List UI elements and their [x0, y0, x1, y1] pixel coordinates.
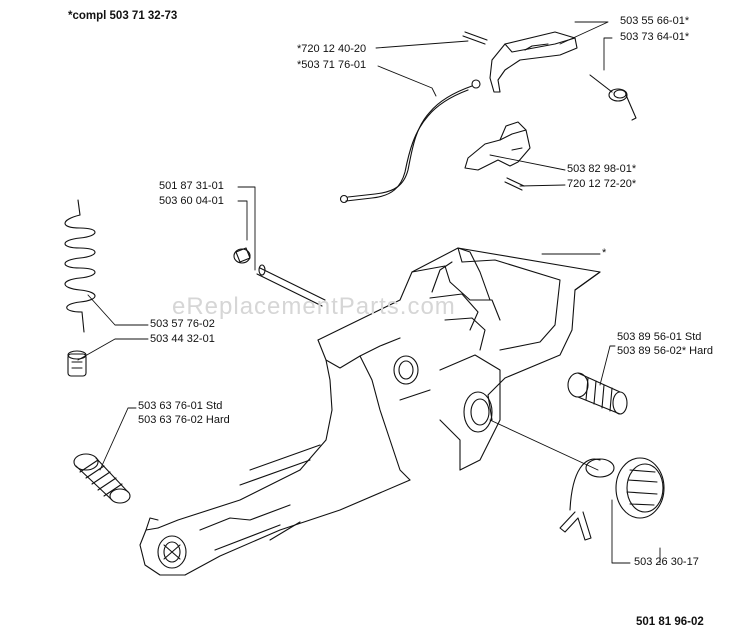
callout-720-12-40-20[interactable]: *720 12 40-20 [297, 43, 367, 55]
rear-handle-body-drawing [139, 247, 601, 576]
throttle-lockout-drawing [464, 121, 531, 191]
callout-503-89-56-01[interactable]: 503 89 56-01 Std [617, 331, 702, 343]
fuel-hose-coil-drawing [64, 199, 96, 333]
callout-503-63-76-02[interactable]: 503 63 76-02 Hard [138, 414, 230, 426]
left-damper-drawing [73, 453, 131, 504]
callout-503-89-56-02[interactable]: 503 89 56-02* Hard [617, 345, 714, 357]
right-damper-drawing [567, 372, 628, 415]
watermark-text: eReplacementParts.com [172, 293, 456, 320]
trigger-spring-drawing [589, 74, 637, 121]
callout-503-44-32-01[interactable]: 503 44 32-01 [150, 333, 215, 345]
callout-503-73-64-01[interactable]: 503 73 64-01* [620, 31, 690, 43]
callout-503-26-30-17[interactable]: 503 26 30-17 [634, 556, 699, 568]
throttle-cable-drawing [339, 79, 481, 204]
throttle-trigger-drawing [462, 31, 578, 93]
callout-503-63-76-01[interactable]: 503 63 76-01 Std [138, 400, 223, 412]
screw-and-nut-drawing [233, 247, 326, 307]
assembly-number: 501 81 96-02 [636, 616, 704, 628]
callout-star[interactable]: * [602, 247, 607, 259]
leader-lines [77, 21, 661, 564]
callout-501-87-31-01[interactable]: 501 87 31-01 [159, 180, 224, 192]
callout-503-82-98-01[interactable]: 503 82 98-01* [567, 163, 637, 175]
fuel-cap-drawing [559, 457, 665, 541]
assembly-note: *compl 503 71 32-73 [68, 10, 178, 22]
callout-503-57-76-02[interactable]: 503 57 76-02 [150, 318, 215, 330]
callout-503-55-66-01[interactable]: 503 55 66-01* [620, 15, 690, 27]
fuel-filter-drawing [67, 350, 87, 377]
callout-503-71-76-01[interactable]: *503 71 76-01 [297, 59, 367, 71]
callout-503-60-04-01[interactable]: 503 60 04-01 [159, 195, 224, 207]
callout-720-12-72-20[interactable]: 720 12 72-20* [567, 178, 637, 190]
